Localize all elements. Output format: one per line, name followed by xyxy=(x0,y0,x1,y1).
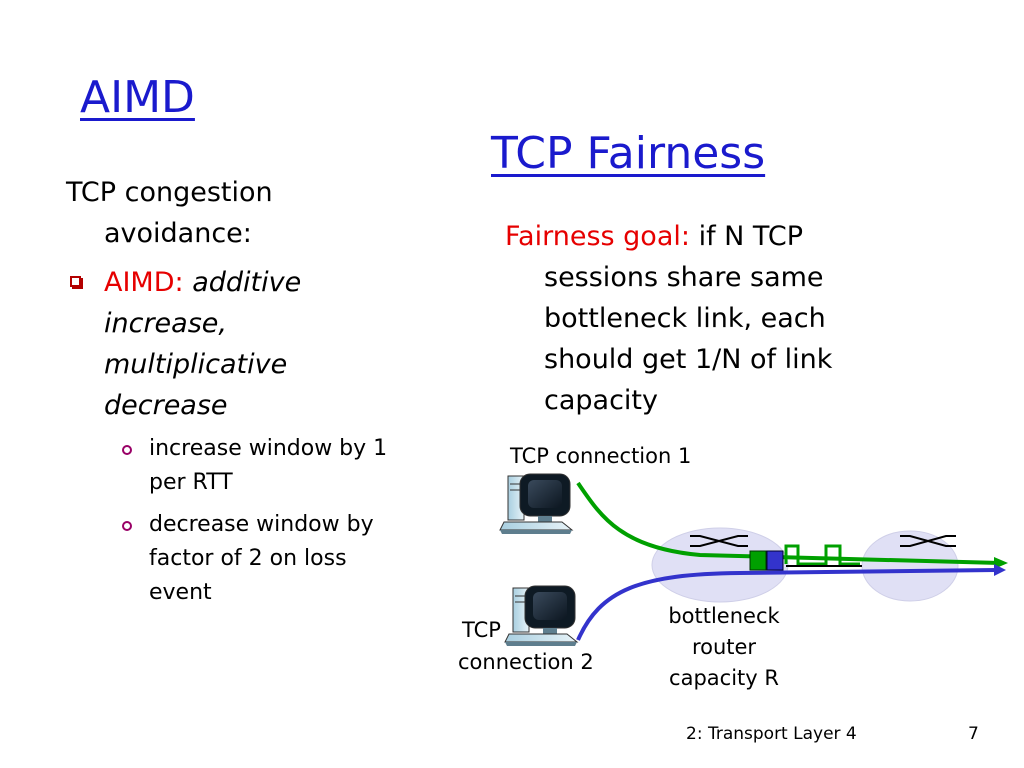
connection-2-arrowhead xyxy=(994,564,1006,576)
page-number: 7 xyxy=(968,724,979,744)
aimd-title: AIMD xyxy=(80,72,195,123)
sub-bullet-1-line-2: per RTT xyxy=(149,470,233,495)
connection-2-path xyxy=(576,568,997,641)
fairness-title: TCP Fairness xyxy=(491,128,766,179)
intro-line-2: avoidance: xyxy=(104,218,252,249)
bottleneck-queue xyxy=(749,544,862,571)
router-cross-arrows-icon xyxy=(690,535,748,547)
router-label-line-1: bottleneck xyxy=(668,604,780,628)
goal-text: if N TCP xyxy=(698,221,803,252)
aimd-bullet-line-3: multiplicative xyxy=(104,349,288,380)
square-bullet-icon xyxy=(70,276,81,287)
goal-line-1: Fairness goal: if N TCP xyxy=(505,216,803,257)
connection-1-path xyxy=(576,481,1001,565)
goal-label: Fairness goal: xyxy=(505,221,690,252)
router-icon xyxy=(861,530,959,602)
sub-bullet-2-line-3: event xyxy=(149,580,212,605)
intro-line-1: TCP congestion xyxy=(66,177,273,208)
computer-1-icon xyxy=(499,473,574,534)
circle-bullet-icon xyxy=(122,445,132,455)
goal-line-4: should get 1/N of link xyxy=(544,344,833,375)
aimd-bullet-label: AIMD: xyxy=(104,267,184,298)
goal-line-2: sessions share same xyxy=(544,262,824,293)
connection-1-label: TCP connection 1 xyxy=(510,444,692,468)
sub-bullet-2-line-1: decrease window by xyxy=(149,512,374,537)
aimd-bullet-line-4: decrease xyxy=(104,390,228,421)
goal-line-3: bottleneck link, each xyxy=(544,303,826,334)
circle-bullet-icon xyxy=(122,521,132,531)
router-label-line-3: capacity R xyxy=(669,666,779,690)
aimd-bullet-line-2: increase, xyxy=(104,308,227,339)
goal-line-5: capacity xyxy=(544,385,658,416)
router-cross-arrows-icon xyxy=(900,535,956,547)
sub-bullet-1-line-1: increase window by 1 xyxy=(149,436,388,461)
sub-bullet-2-line-2: factor of 2 on loss xyxy=(149,546,347,571)
router-label-line-2: router xyxy=(691,635,757,659)
footer-chapter: 2: Transport Layer 4 xyxy=(686,724,857,744)
computer-2-icon xyxy=(504,585,579,646)
connection-2-label-line-1: TCP xyxy=(462,618,501,642)
aimd-bullet-line-1: AIMD: additive xyxy=(104,262,301,303)
aimd-bullet-text: additive xyxy=(192,267,302,298)
connection-2-label-line-2: connection 2 xyxy=(458,650,594,674)
